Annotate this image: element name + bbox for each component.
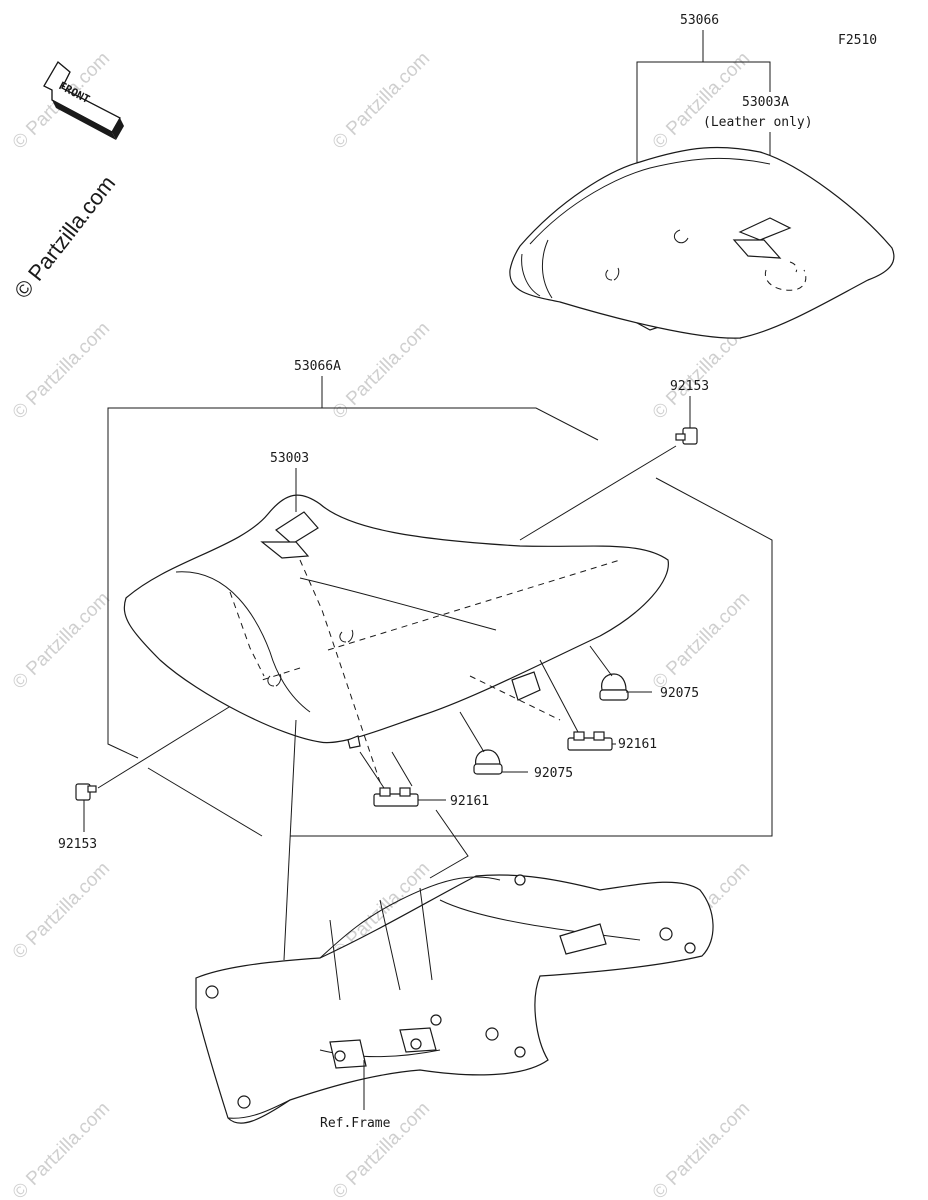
partzilla-watermark: © Partzilla.com	[649, 588, 754, 693]
label-53066: 53066	[680, 13, 719, 28]
label-92075-center: 92075	[534, 766, 573, 781]
partzilla-corner-watermark: © Partzilla.com	[9, 171, 120, 303]
partzilla-watermark: © Partzilla.com	[329, 48, 434, 153]
frame	[195, 874, 714, 1124]
label-92161-center: 92161	[450, 794, 489, 809]
label-53003A: 53003A	[742, 95, 789, 110]
clip-icon-center	[373, 787, 419, 807]
leather-seat	[509, 146, 895, 339]
partzilla-watermark: © Partzilla.com	[9, 588, 114, 693]
label-92161-right: 92161	[618, 737, 657, 752]
damper-icon-center	[473, 749, 503, 775]
damper-icon-right	[599, 673, 629, 701]
label-ref-frame: Ref.Frame	[320, 1116, 391, 1131]
label-53066A: 53066A	[294, 359, 341, 374]
front-arrow-icon: FRONT	[43, 61, 124, 140]
partzilla-watermark: © Partzilla.com	[9, 858, 114, 963]
label-leather-only: (Leather only)	[703, 115, 813, 130]
partzilla-watermark: © Partzilla.com	[9, 1098, 114, 1200]
partzilla-watermark: © Partzilla.com	[649, 1098, 754, 1200]
partzilla-watermark: © Partzilla.com	[649, 48, 754, 153]
label-92153-right: 92153	[670, 379, 709, 394]
main-seat	[123, 494, 669, 783]
figure-code: F2510	[838, 33, 877, 48]
bolt-icon-left	[75, 783, 97, 801]
label-92075-right: 92075	[660, 686, 699, 701]
label-53003: 53003	[270, 451, 309, 466]
partzilla-watermark: © Partzilla.com	[9, 318, 114, 423]
partzilla-watermark: © Partzilla.com	[329, 1098, 434, 1200]
bolt-icon-right	[675, 427, 698, 445]
label-92153-left: 92153	[58, 837, 97, 852]
clip-icon-right	[567, 731, 613, 751]
